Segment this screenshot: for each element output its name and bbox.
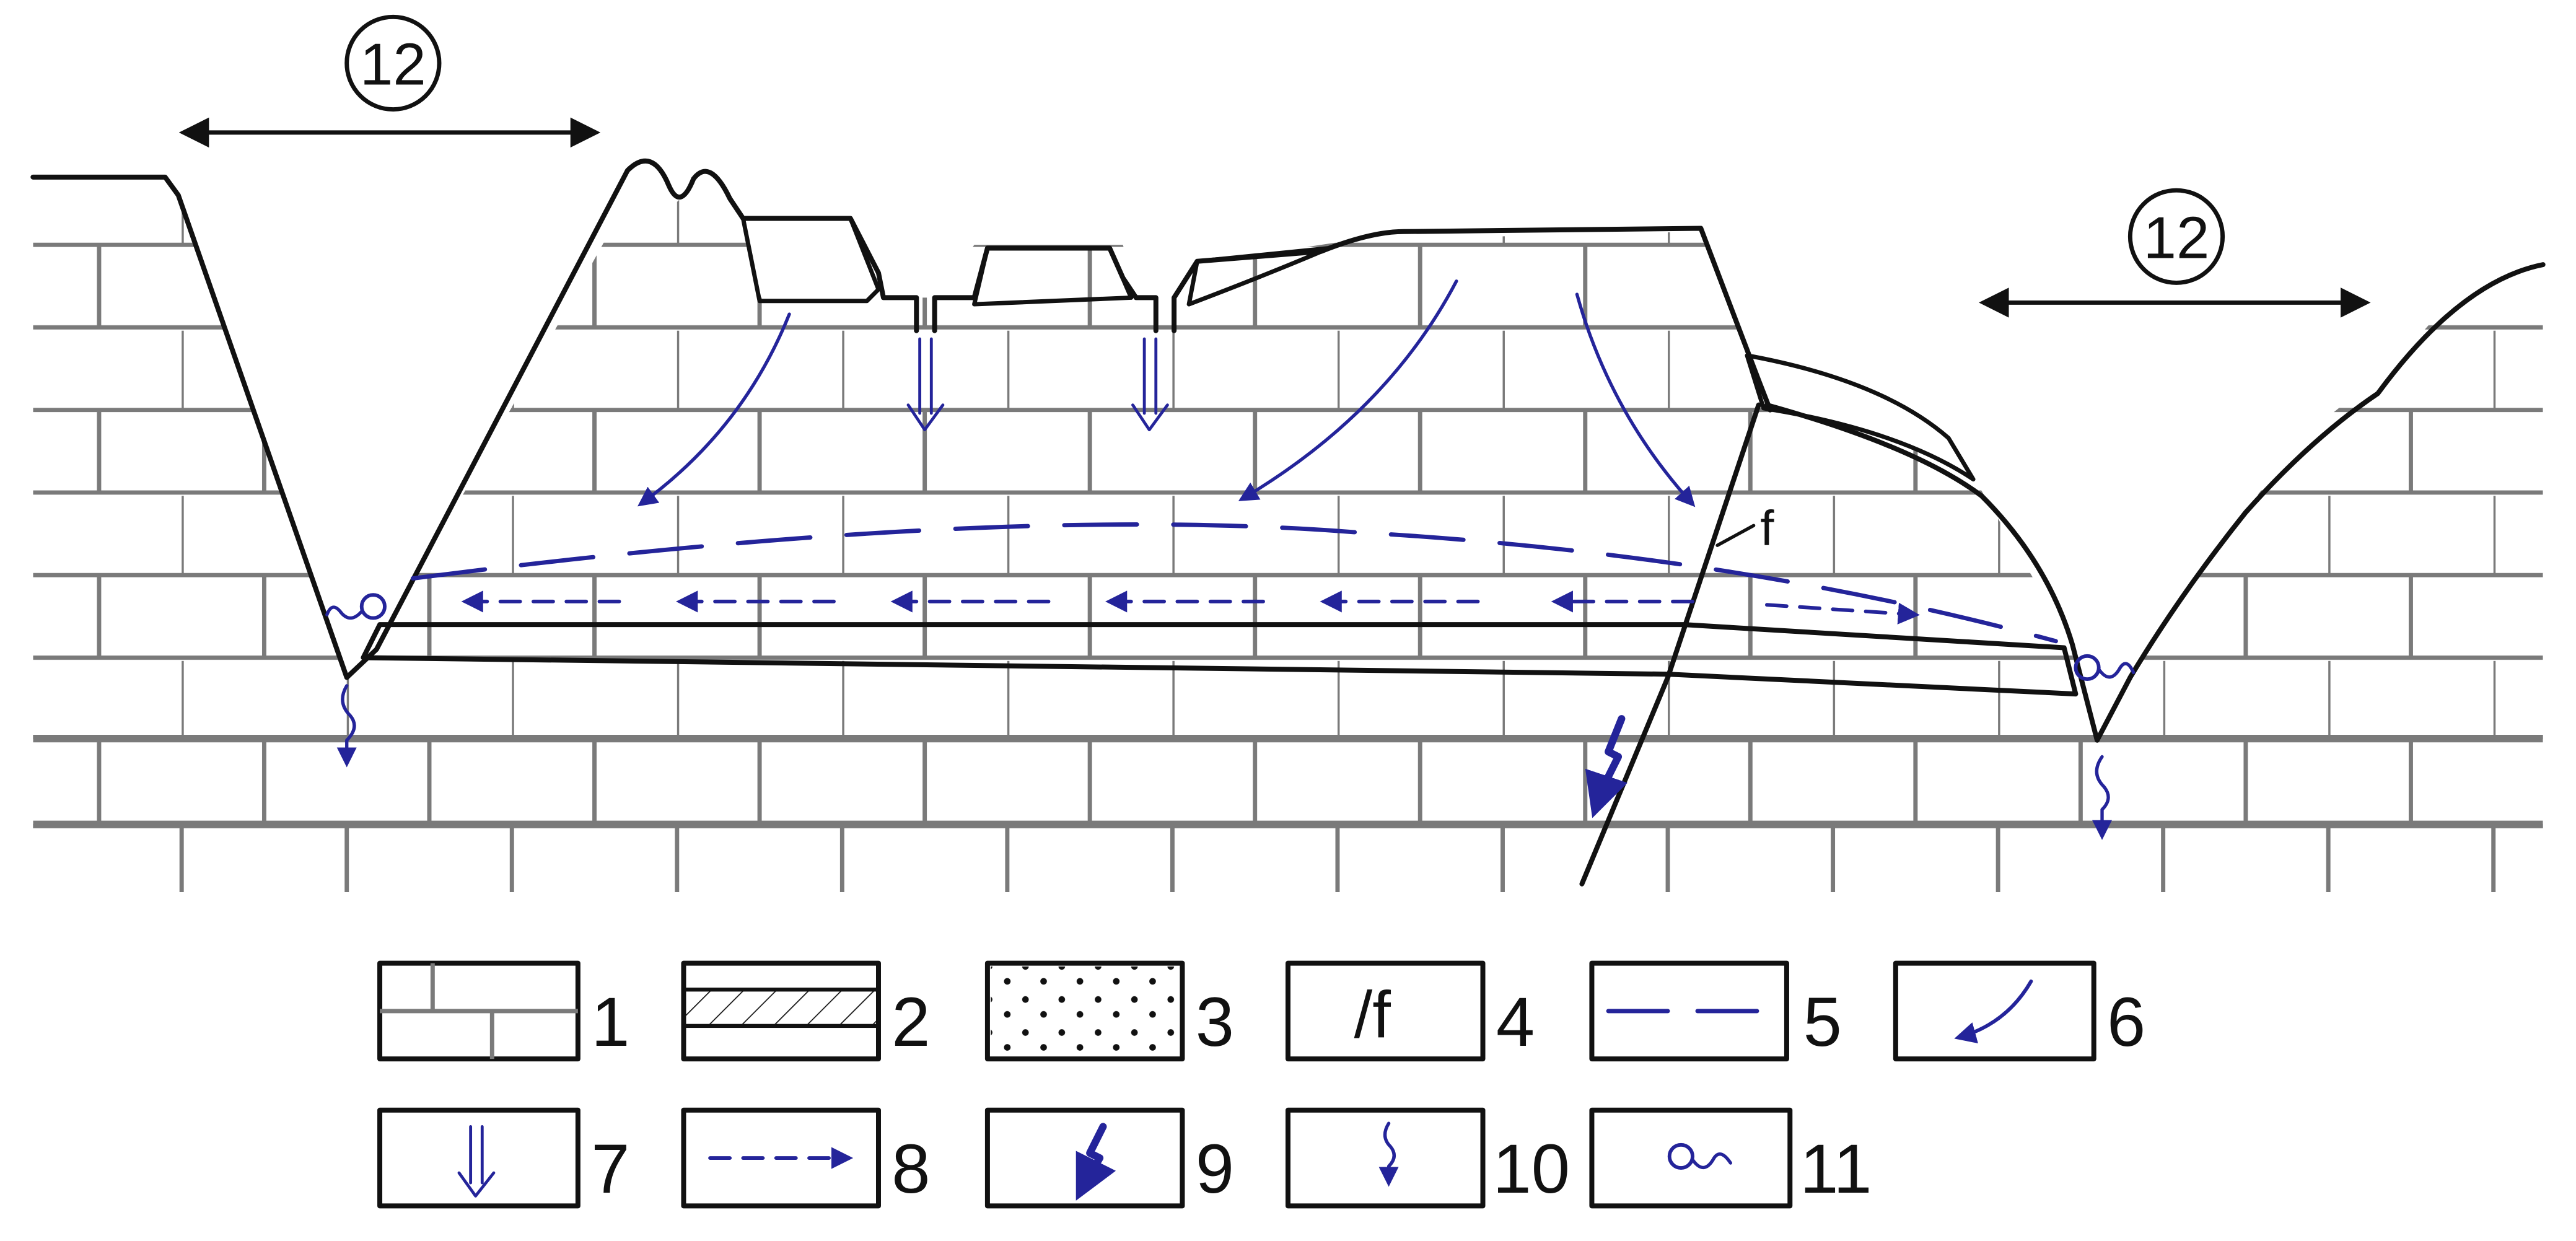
spring-right	[2074, 654, 2136, 682]
legend-item-5: 5	[1589, 960, 1842, 1062]
lateral-flow-arrows	[461, 590, 1920, 625]
deposit-middle	[972, 245, 1134, 307]
legend-item-3: 3	[984, 960, 1234, 1062]
legend-item-6: 6	[1893, 960, 2145, 1062]
svg-text:2: 2	[892, 983, 930, 1061]
legend-item-4: /f 4	[1286, 960, 1535, 1062]
fault-label: f	[1760, 501, 1774, 556]
water-table	[410, 522, 2058, 644]
svg-text:11: 11	[1800, 1130, 1872, 1208]
zone-label-right: 12	[2144, 204, 2210, 271]
legend-fault-text: /f	[1354, 978, 1391, 1052]
svg-text:6: 6	[2107, 983, 2145, 1061]
svg-text:4: 4	[1496, 983, 1535, 1061]
zone-marker-left: 12	[178, 14, 601, 148]
zone-marker-right: 12	[1979, 188, 2371, 318]
spring-left	[325, 593, 387, 620]
legend-item-7: 7	[377, 1107, 629, 1209]
legend: 1 2 3 /f 4 5 6	[377, 960, 2145, 1209]
svg-text:1: 1	[591, 983, 629, 1061]
infiltration-arrows	[637, 279, 1696, 507]
legend-item-8: 8	[681, 1107, 931, 1209]
legend-item-9: 9	[984, 1107, 1234, 1209]
deposit-right	[1186, 245, 1332, 307]
legend-item-11: 11	[1589, 1107, 1872, 1209]
svg-text:9: 9	[1196, 1130, 1234, 1208]
legend-item-2: 2	[681, 960, 931, 1062]
deposit-slope	[1745, 353, 1976, 482]
aquitard-layer	[361, 622, 2079, 697]
svg-text:10: 10	[1493, 1130, 1571, 1208]
topographic-surface	[30, 158, 746, 680]
sinkhole-arrows	[906, 337, 1169, 432]
legend-item-10: 10	[1286, 1107, 1571, 1209]
svg-text:5: 5	[1803, 983, 1842, 1061]
fault-flow-arrow	[1585, 715, 1628, 818]
svg-text:3: 3	[1196, 983, 1234, 1061]
limestone-base	[33, 734, 2543, 892]
legend-item-1: 1	[377, 960, 629, 1062]
deposit-left	[740, 216, 881, 304]
svg-text:7: 7	[591, 1130, 629, 1208]
svg-text:8: 8	[892, 1130, 930, 1208]
zone-label-left: 12	[360, 32, 426, 98]
leakage-arrows	[336, 684, 2113, 840]
